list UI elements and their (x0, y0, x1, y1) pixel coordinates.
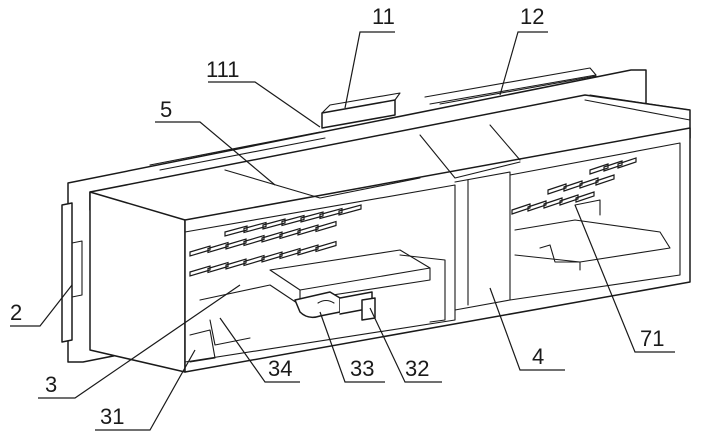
leader-11 (344, 31, 395, 109)
contact-pin (189, 265, 211, 277)
contact-pin (207, 261, 229, 274)
top-latch-11 (321, 92, 401, 129)
leader-3 (38, 284, 241, 399)
right-pin-field-71 (511, 157, 637, 215)
contact-pin (300, 211, 324, 223)
label-5: 5 (160, 97, 172, 122)
contact-pin (297, 244, 319, 256)
label-2: 2 (10, 300, 22, 325)
contact-pin (338, 204, 362, 216)
top-ribs (149, 94, 691, 199)
callout-labels: 11 12 111 5 2 3 31 34 33 32 4 71 (10, 4, 664, 429)
housing (67, 69, 691, 373)
contact-pin (224, 225, 248, 237)
left-cavity (189, 249, 446, 363)
label-111: 111 (206, 57, 239, 82)
label-34: 34 (268, 356, 292, 381)
contact-pin (617, 157, 637, 169)
label-32: 32 (405, 356, 429, 381)
contact-pin (297, 224, 319, 236)
contact-pin (225, 258, 247, 270)
leader-111 (208, 81, 321, 128)
contact-pin (279, 247, 301, 260)
contact-pin (243, 221, 267, 234)
contact-pin (527, 200, 547, 212)
leader-33 (319, 311, 385, 383)
left-pin-field (189, 204, 362, 277)
contact-pin (511, 203, 531, 215)
partition-4 (454, 171, 511, 311)
leader-34 (219, 317, 300, 383)
leader-31 (95, 349, 196, 431)
contact-pin (543, 197, 563, 209)
key-32 (361, 297, 376, 321)
contact-pin (207, 241, 229, 254)
contact-pin (189, 245, 211, 257)
contact-pin (261, 251, 283, 263)
contact-pin (603, 160, 623, 172)
contact-pin (575, 191, 595, 203)
right-cavity (514, 199, 671, 271)
label-3: 3 (45, 372, 57, 397)
contact-pin (279, 227, 301, 240)
contact-pin (547, 183, 567, 195)
leader-2 (10, 284, 73, 327)
contact-pin (563, 180, 583, 192)
leader-71 (574, 204, 675, 353)
contact-pin (261, 231, 283, 243)
label-11: 11 (372, 4, 395, 29)
contact-pin (225, 238, 247, 250)
contact-pin (595, 174, 615, 186)
leader-12 (499, 31, 548, 96)
side-tab-2 (61, 202, 83, 343)
contact-pin (559, 194, 579, 206)
top-rail-12 (424, 67, 597, 105)
contact-pin (243, 254, 265, 267)
contact-pin (243, 234, 265, 247)
label-33: 33 (350, 356, 374, 381)
contact-pin (281, 214, 305, 227)
contact-pin (589, 163, 609, 175)
contact-pin (579, 177, 599, 189)
label-4: 4 (532, 344, 544, 369)
label-31: 31 (100, 404, 124, 429)
leader-4 (489, 287, 565, 371)
leader-lines (10, 31, 675, 431)
contact-pin (315, 240, 337, 253)
leader-32 (369, 307, 442, 383)
label-71: 71 (640, 326, 664, 351)
leader-5 (155, 121, 276, 186)
contact-pin (319, 207, 343, 220)
contact-pin (262, 218, 286, 230)
label-12: 12 (520, 4, 544, 29)
contact-pin (315, 220, 337, 233)
